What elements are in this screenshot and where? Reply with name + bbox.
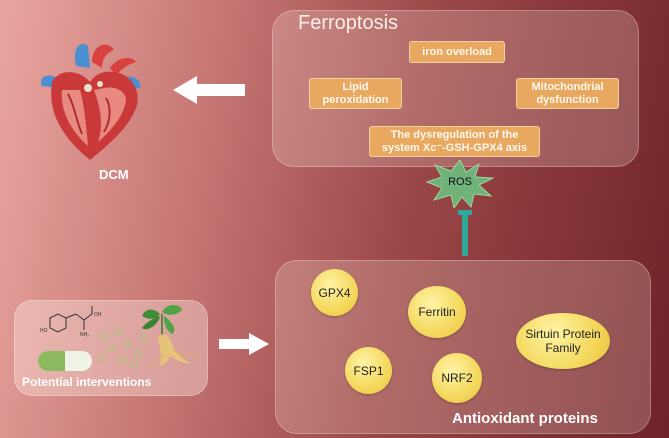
protein-ferritin: Ferritin [408,286,466,338]
molecule-structure-icon: HO OH NH₂ [40,306,102,338]
interventions-label: Potential interventions [22,375,152,389]
right-arrow [219,333,269,355]
interventions-panel [14,300,208,396]
inhibition-bar [458,210,472,256]
ferroptosis-title: Ferroptosis [298,12,399,34]
svg-text:HO: HO [40,328,48,334]
ros-star-icon [425,160,495,208]
mitochondrial-dysfunction-tag: Mitochondrial dysfunction [516,78,619,109]
particles-icon [98,328,148,368]
protein-sirtuin: Sirtuin Protein Family [516,313,610,369]
antioxidant-title: Antioxidant proteins [452,410,598,427]
gpx4-axis-tag: The dysregulation of the system Xc⁻-GSH-… [369,126,540,157]
protein-fsp1: FSP1 [345,347,392,394]
iron-overload-tag: iron overload [409,41,505,63]
ros-label: ROS [448,176,472,188]
left-arrow [173,76,245,104]
heart-label: DCM [99,167,129,182]
capsule-icon [38,351,92,371]
protein-gpx4: GPX4 [311,269,358,316]
svg-text:NH₂: NH₂ [80,332,89,338]
svg-text:OH: OH [94,312,102,318]
protein-nrf2: NRF2 [432,353,482,403]
lipid-peroxidation-tag: Lipid peroxidation [309,78,402,109]
heart-icon [40,44,141,160]
herb-plant-icon [142,305,197,369]
